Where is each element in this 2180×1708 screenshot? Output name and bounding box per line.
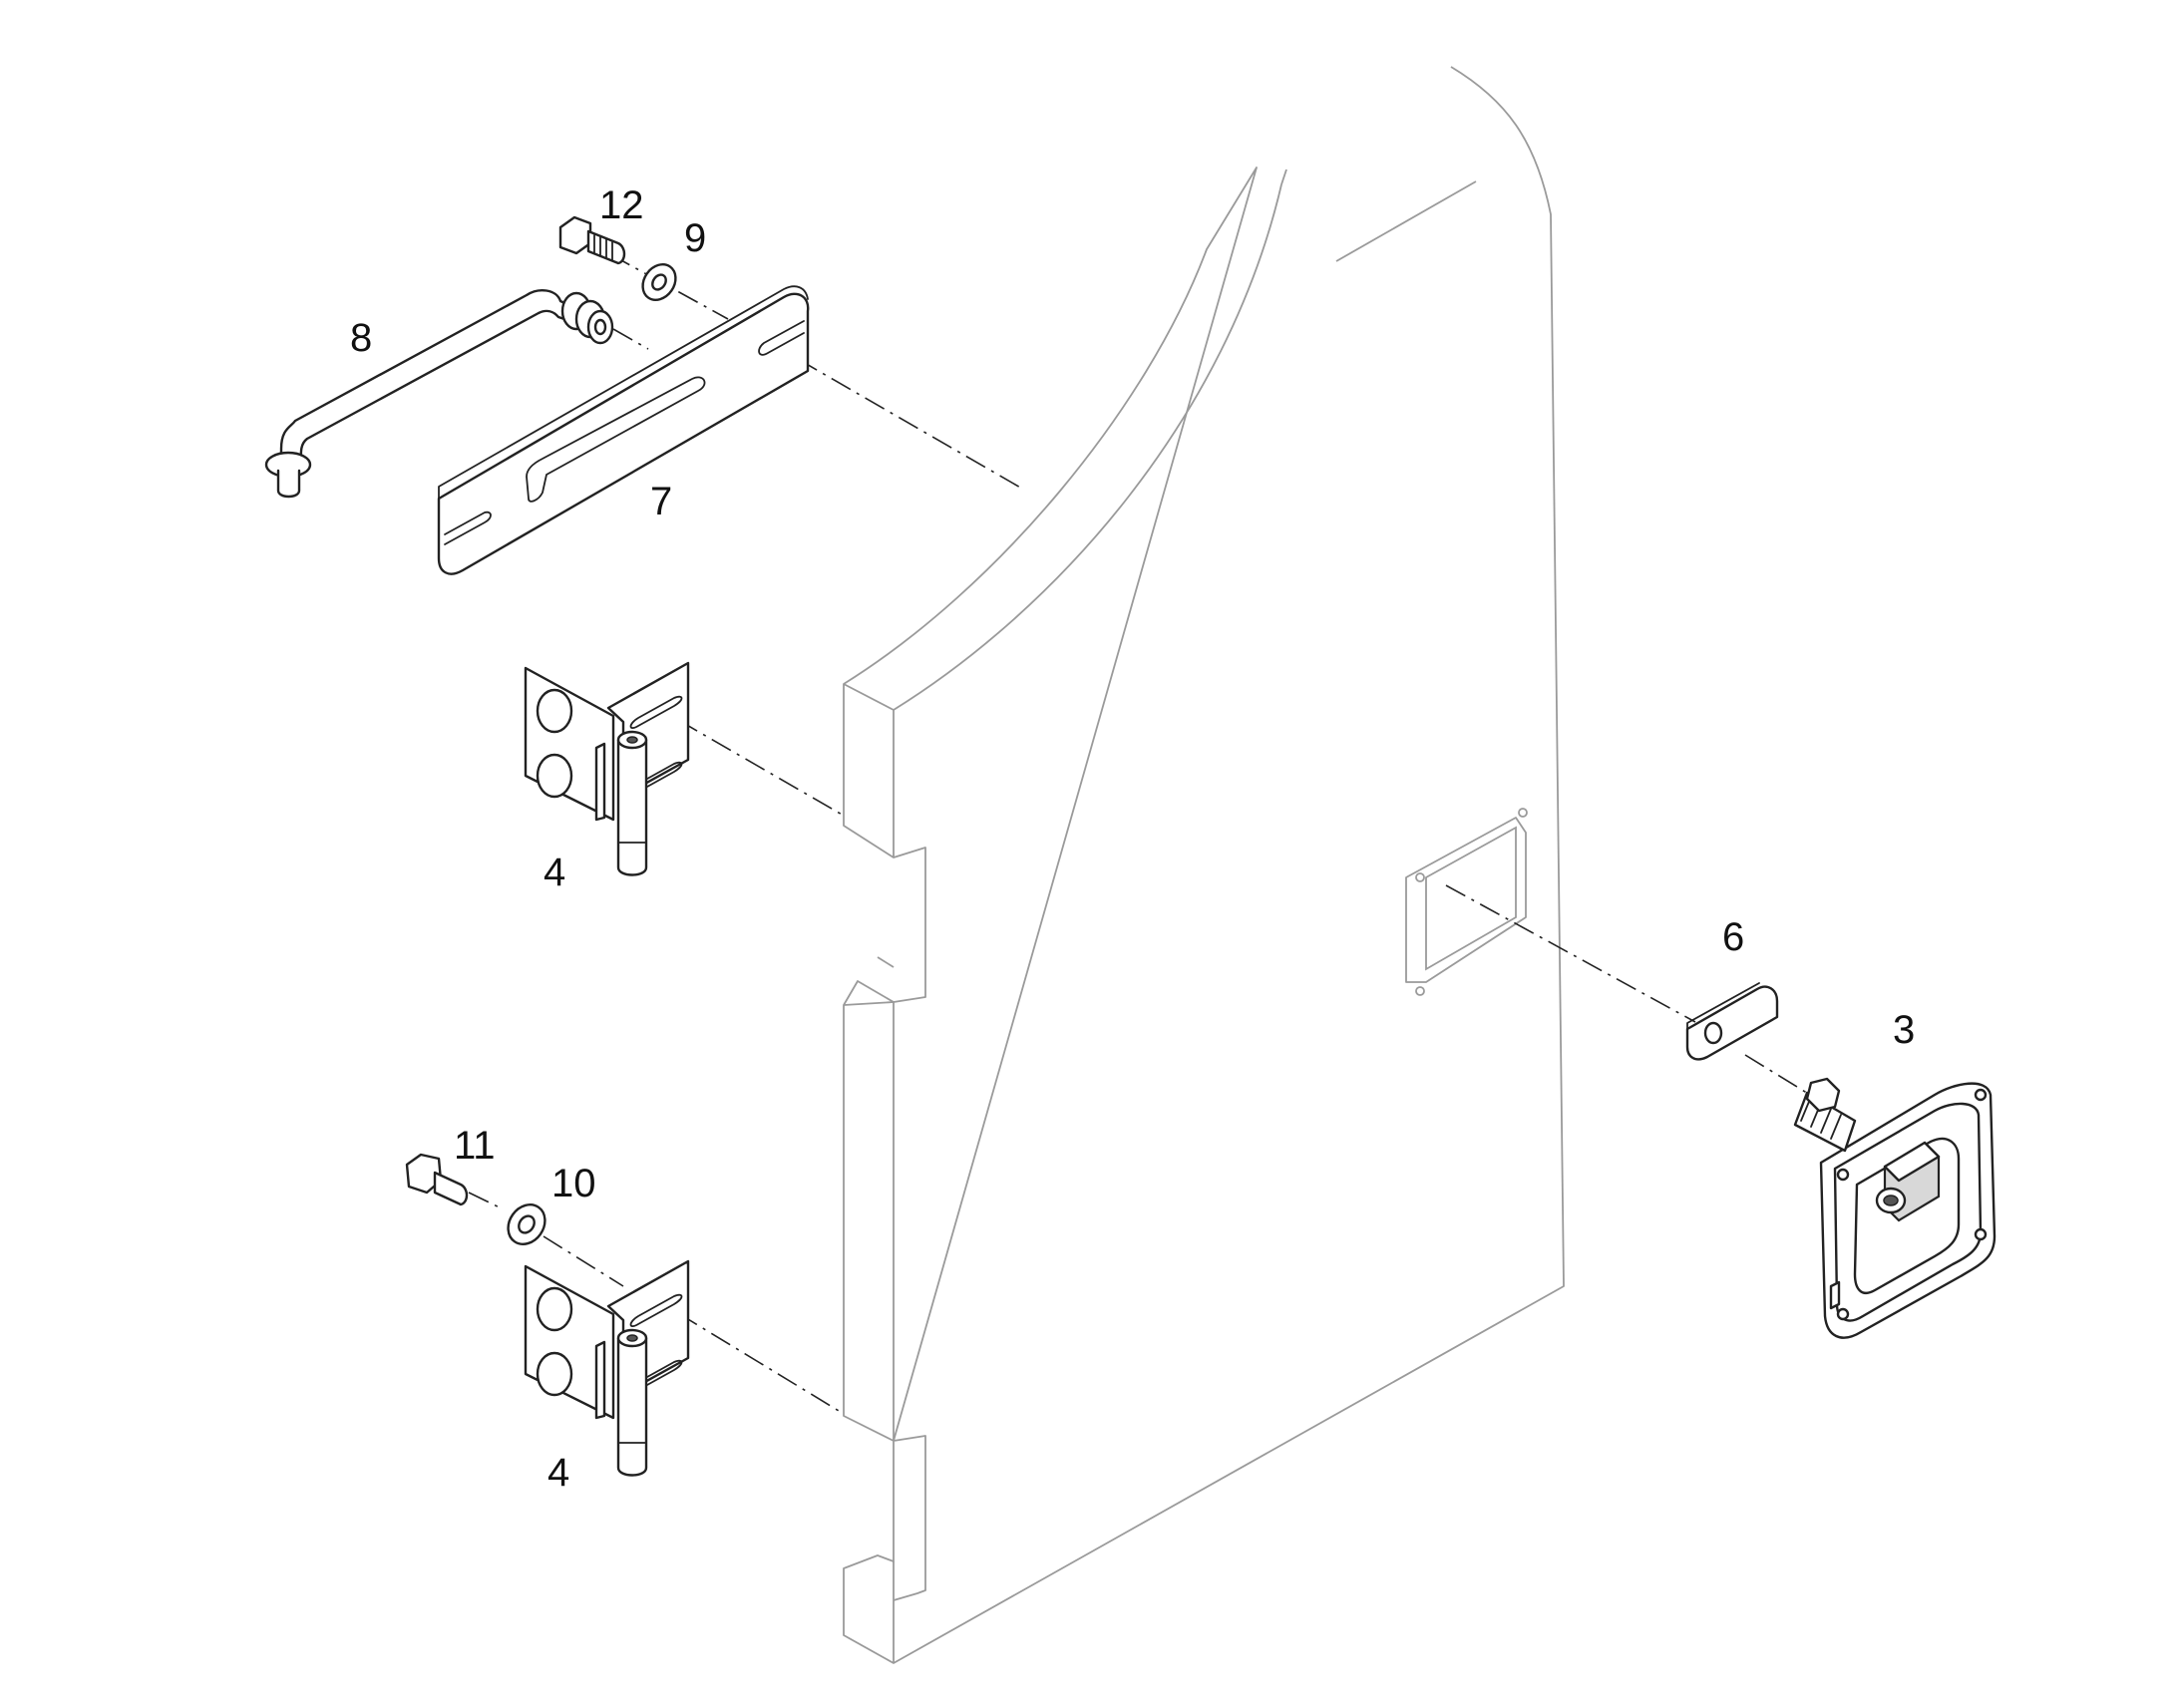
bolt-icon-item-12 xyxy=(558,215,626,265)
hinge-icon-item-4-upper xyxy=(524,661,690,876)
leader-hinge-upper xyxy=(677,719,845,817)
leader-8-7 xyxy=(612,328,649,350)
callout-item-12: 12 xyxy=(599,183,644,227)
paddle-latch-icon-item-3 xyxy=(1793,1077,1997,1339)
callout-item-7: 7 xyxy=(650,480,672,523)
hinge-icon-item-4-lower xyxy=(524,1259,690,1477)
bolt-icon-item-11 xyxy=(405,1153,469,1206)
washer-icon-item-9 xyxy=(641,263,677,301)
leader-7-door xyxy=(797,358,1023,490)
callout-item-6: 6 xyxy=(1722,915,1744,959)
leader-latch-6 xyxy=(1445,884,1696,1023)
leader-10-hinge xyxy=(543,1235,624,1287)
callout-item-4-upper: 4 xyxy=(544,851,565,894)
door-panel xyxy=(843,66,1565,1664)
callout-item-3: 3 xyxy=(1893,1008,1915,1052)
spacer-tab-icon-item-6 xyxy=(1685,982,1779,1061)
callout-labels: 12 9 8 7 4 6 3 11 10 4 xyxy=(350,183,1915,1495)
slotted-plate-icon-item-7 xyxy=(437,285,810,575)
callout-item-11: 11 xyxy=(454,1124,496,1168)
callout-item-4-lower: 4 xyxy=(547,1451,569,1495)
leader-hinge-lower xyxy=(677,1312,845,1415)
leader-lines xyxy=(468,253,1811,1415)
handle-rod-icon-item-8 xyxy=(264,289,614,499)
callout-item-10: 10 xyxy=(551,1162,596,1205)
callout-item-8: 8 xyxy=(350,316,372,360)
leader-6-3 xyxy=(1744,1054,1811,1096)
leader-11-10 xyxy=(468,1192,505,1210)
washer-icon-item-10 xyxy=(507,1203,546,1245)
callout-item-9: 9 xyxy=(684,216,706,260)
